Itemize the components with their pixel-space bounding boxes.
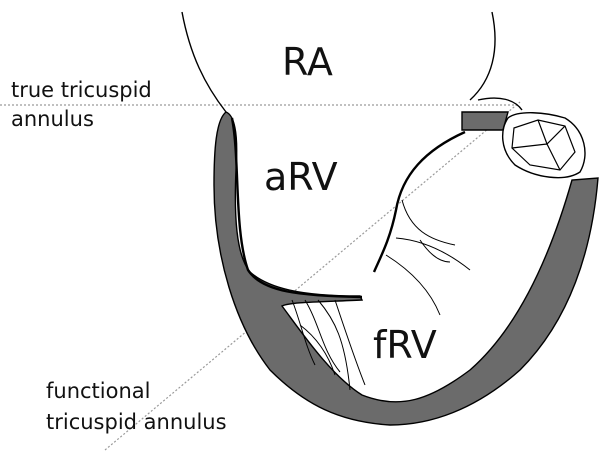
label-frv: fRV bbox=[373, 323, 437, 367]
right-atrium-outline bbox=[182, 12, 226, 112]
anterior-rv-contour bbox=[232, 118, 362, 297]
label-true-annulus-2: annulus bbox=[11, 107, 94, 131]
pulmonary-valve-icon bbox=[503, 113, 585, 178]
atrium-to-aorta-outline bbox=[478, 98, 522, 110]
label-functional-annulus-1: functional bbox=[46, 379, 151, 403]
label-true-annulus-1: true tricuspid bbox=[11, 78, 152, 102]
label-ra: RA bbox=[282, 40, 333, 84]
label-functional-annulus-2: tricuspid annulus bbox=[46, 410, 227, 434]
label-arv: aRV bbox=[264, 155, 338, 199]
pulmonary-ring bbox=[462, 112, 508, 130]
septal-contour bbox=[374, 132, 465, 272]
right-atrium-outline-right bbox=[470, 12, 495, 100]
trabeculae-upper bbox=[386, 200, 470, 315]
